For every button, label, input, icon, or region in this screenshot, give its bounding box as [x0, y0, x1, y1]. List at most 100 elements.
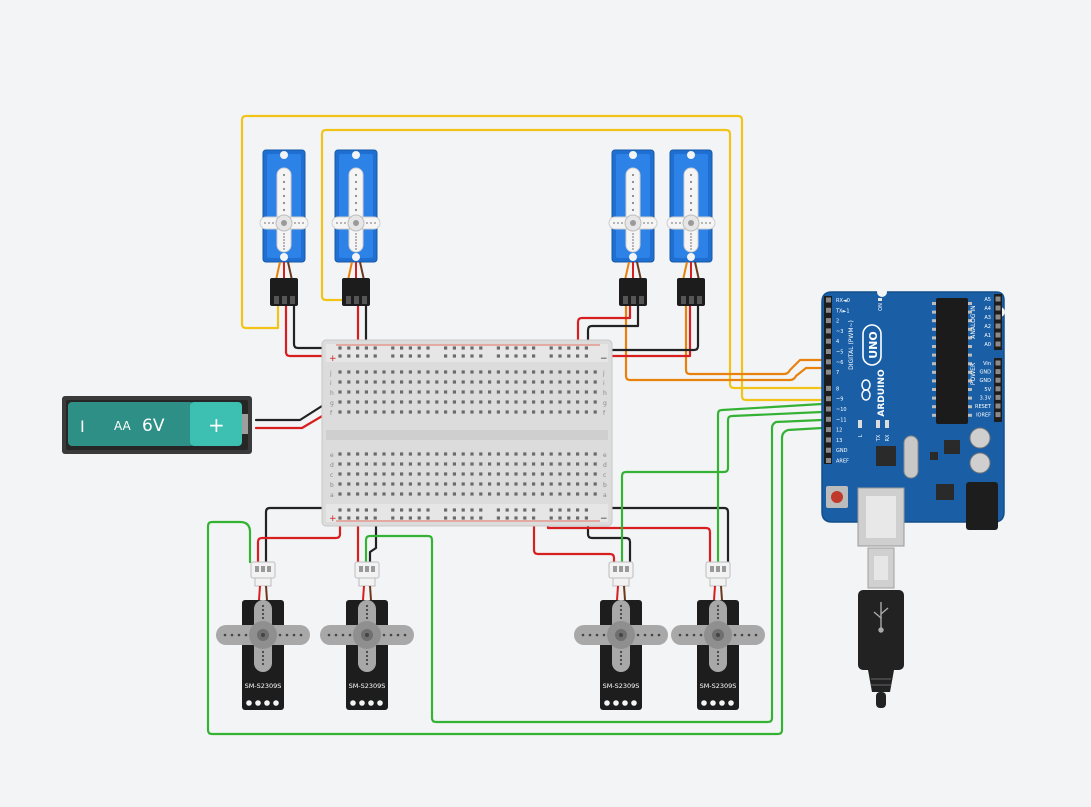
breadboard-hole[interactable] — [593, 492, 597, 496]
breadboard-hole[interactable] — [444, 472, 448, 476]
breadboard-hole[interactable] — [364, 354, 368, 358]
breadboard-hole[interactable] — [347, 410, 351, 414]
breadboard-hole[interactable] — [540, 400, 544, 404]
breadboard-hole[interactable] — [435, 380, 439, 384]
breadboard-hole[interactable] — [558, 492, 562, 496]
breadboard-hole[interactable] — [540, 492, 544, 496]
wire-black-servo3[interactable] — [586, 298, 640, 350]
breadboard-hole[interactable] — [488, 390, 492, 394]
breadboard-hole[interactable] — [347, 482, 351, 486]
breadboard-hole[interactable] — [488, 452, 492, 456]
breadboard-hole[interactable] — [558, 508, 562, 512]
breadboard-hole[interactable] — [523, 354, 527, 358]
breadboard-hole[interactable] — [496, 472, 500, 476]
breadboard-hole[interactable] — [356, 380, 360, 384]
breadboard-hole[interactable] — [347, 390, 351, 394]
breadboard-hole[interactable] — [417, 462, 421, 466]
breadboard-hole[interactable] — [540, 452, 544, 456]
breadboard-hole[interactable] — [356, 370, 360, 374]
wire-green-servo5[interactable] — [206, 426, 824, 736]
breadboard-hole[interactable] — [373, 390, 377, 394]
digital-pin[interactable] — [826, 458, 831, 463]
breadboard-hole[interactable] — [373, 472, 377, 476]
breadboard-hole[interactable] — [382, 400, 386, 404]
breadboard-hole[interactable] — [417, 492, 421, 496]
breadboard-hole[interactable] — [391, 410, 395, 414]
breadboard-hole[interactable] — [558, 410, 562, 414]
power-pin[interactable] — [995, 377, 1001, 383]
breadboard-hole[interactable] — [532, 516, 536, 520]
breadboard-hole[interactable] — [584, 390, 588, 394]
breadboard-hole[interactable] — [391, 354, 395, 358]
breadboard-hole[interactable] — [567, 346, 571, 350]
breadboard-hole[interactable] — [408, 354, 412, 358]
breadboard-hole[interactable] — [338, 410, 342, 414]
breadboard-hole[interactable] — [391, 452, 395, 456]
breadboard-hole[interactable] — [356, 390, 360, 394]
breadboard-hole[interactable] — [426, 400, 430, 404]
breadboard-hole[interactable] — [338, 472, 342, 476]
wire-yellow-servo2[interactable] — [320, 128, 824, 390]
breadboard-hole[interactable] — [514, 346, 518, 350]
breadboard-hole[interactable] — [338, 492, 342, 496]
breadboard-hole[interactable] — [382, 482, 386, 486]
breadboard-hole[interactable] — [417, 452, 421, 456]
breadboard-hole[interactable] — [593, 462, 597, 466]
wire-black-servo4[interactable] — [602, 298, 700, 352]
breadboard-hole[interactable] — [400, 400, 404, 404]
breadboard-hole[interactable] — [479, 410, 483, 414]
breadboard-hole[interactable] — [558, 390, 562, 394]
analog-pin[interactable] — [995, 296, 1001, 302]
breadboard-hole[interactable] — [540, 390, 544, 394]
breadboard-hole[interactable] — [435, 472, 439, 476]
breadboard-hole[interactable] — [505, 452, 509, 456]
breadboard-hole[interactable] — [505, 508, 509, 512]
breadboard-hole[interactable] — [391, 492, 395, 496]
breadboard-hole[interactable] — [470, 508, 474, 512]
servo-horn-icon[interactable] — [666, 167, 716, 253]
breadboard-hole[interactable] — [364, 452, 368, 456]
breadboard-hole[interactable] — [461, 482, 465, 486]
breadboard-hole[interactable] — [382, 492, 386, 496]
breadboard-hole[interactable] — [452, 346, 456, 350]
breadboard-hole[interactable] — [567, 482, 571, 486]
breadboard-hole[interactable] — [470, 472, 474, 476]
breadboard-hole[interactable] — [373, 346, 377, 350]
wire-black-servo1[interactable] — [292, 302, 354, 350]
breadboard-hole[interactable] — [523, 452, 527, 456]
breadboard-hole[interactable] — [532, 462, 536, 466]
breadboard-hole[interactable] — [567, 370, 571, 374]
digital-pin[interactable] — [826, 307, 831, 313]
micro-servo[interactable] — [259, 149, 309, 306]
breadboard-hole[interactable] — [347, 400, 351, 404]
standard-servo[interactable]: SM-S2309S — [216, 561, 310, 710]
breadboard-hole[interactable] — [452, 380, 456, 384]
breadboard-hole[interactable] — [505, 482, 509, 486]
servo-horn-icon[interactable] — [259, 167, 309, 253]
breadboard-hole[interactable] — [373, 516, 377, 520]
breadboard-hole[interactable] — [523, 400, 527, 404]
breadboard-hole[interactable] — [444, 370, 448, 374]
wire-orange-servo3[interactable] — [624, 298, 824, 382]
breadboard-hole[interactable] — [558, 472, 562, 476]
breadboard-hole[interactable] — [400, 390, 404, 394]
breadboard-hole[interactable] — [391, 508, 395, 512]
wire-black-servo7[interactable] — [586, 506, 632, 564]
breadboard-hole[interactable] — [496, 390, 500, 394]
breadboard-hole[interactable] — [532, 410, 536, 414]
breadboard-hole[interactable] — [523, 482, 527, 486]
digital-pin[interactable] — [826, 369, 831, 375]
breadboard-hole[interactable] — [356, 492, 360, 496]
breadboard-hole[interactable] — [400, 410, 404, 414]
breadboard-hole[interactable] — [373, 492, 377, 496]
breadboard-hole[interactable] — [408, 346, 412, 350]
breadboard-hole[interactable] — [593, 370, 597, 374]
breadboard-hole[interactable] — [452, 472, 456, 476]
breadboard-hole[interactable] — [356, 508, 360, 512]
breadboard-hole[interactable] — [408, 462, 412, 466]
digital-pin[interactable] — [826, 396, 831, 402]
breadboard-hole[interactable] — [364, 346, 368, 350]
wire-black-servo8[interactable] — [602, 506, 730, 564]
micro-servo[interactable] — [608, 149, 658, 306]
servo-horn-icon[interactable] — [608, 167, 658, 253]
